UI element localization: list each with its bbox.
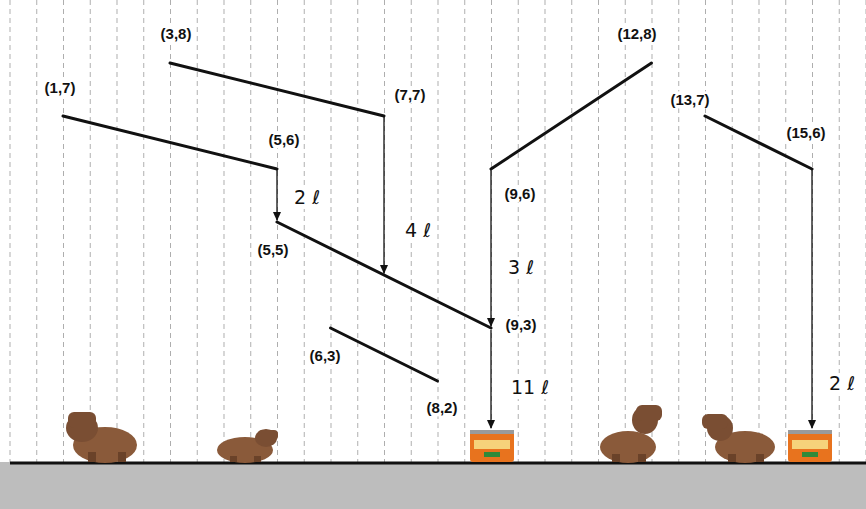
can (470, 430, 514, 462)
volume-label: 2 ℓ (292, 187, 322, 209)
ground (0, 462, 866, 509)
coordinate-label: (3,8) (159, 25, 194, 42)
coordinate-label: (13,7) (668, 91, 711, 108)
capybara (702, 414, 775, 463)
capybara (66, 412, 137, 463)
grid-lines (0, 0, 866, 462)
segments (63, 63, 812, 381)
coordinate-label: (12,8) (615, 25, 658, 42)
can (788, 430, 832, 462)
flow-arrows (277, 116, 812, 428)
volume-label: 2 ℓ (827, 373, 857, 395)
coordinate-label: (5,5) (256, 241, 291, 258)
coordinate-label: (8,2) (425, 399, 460, 416)
coordinate-label: (5,6) (267, 131, 302, 148)
coordinate-label: (6,3) (308, 347, 343, 364)
volume-label: 3 ℓ (506, 257, 536, 279)
coordinate-label: (7,7) (393, 86, 428, 103)
coordinate-label: (9,3) (504, 316, 539, 333)
coordinate-label: (9,6) (503, 185, 538, 202)
capybara (600, 405, 662, 463)
volume-label: 11 ℓ (509, 377, 551, 399)
coordinate-label: (15,6) (784, 124, 827, 141)
capybara (217, 429, 278, 463)
coordinate-label: (1,7) (43, 79, 78, 96)
volume-label: 4 ℓ (403, 220, 433, 242)
